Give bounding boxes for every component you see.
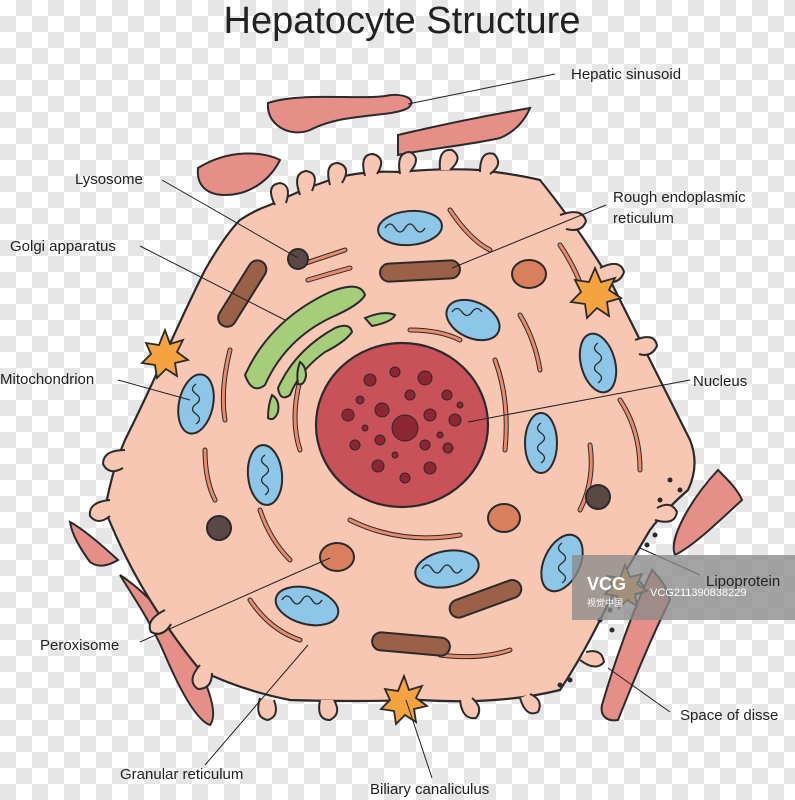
mitochondria-cristae [191, 223, 603, 605]
label-lysosome: Lysosome [75, 171, 143, 188]
peroxisomes [319, 259, 547, 572]
label-nucleus: Nucleus [693, 373, 747, 390]
watermark-sub: 视觉中国 [587, 597, 623, 608]
label-rough-er: Rough endoplasmic [613, 189, 746, 206]
watermark-brand: VCG [587, 574, 626, 594]
nucleus-chromatin [341, 366, 464, 484]
label-golgi: Golgi apparatus [10, 238, 116, 255]
golgi-apparatus [243, 285, 397, 421]
label-mitochondrion: Mitochondrion [0, 371, 94, 388]
label-space-of-disse: Space of disse [680, 707, 778, 724]
rough-er-rods [217, 259, 523, 657]
label-peroxisome: Peroxisome [40, 637, 119, 654]
label-rough-er-line2: reticulum [613, 210, 674, 227]
endoplasmic-tubes-fill [203, 208, 642, 659]
leader-lines [117, 73, 701, 779]
watermark: VCG 视觉中国 VCG211390838229 [572, 555, 795, 620]
label-biliary-canaliculus: Biliary canaliculus [370, 781, 489, 798]
label-lipoprotein: Lipoprotein [706, 573, 780, 590]
lysosomes [206, 248, 611, 541]
label-granular-reticulum: Granular reticulum [120, 766, 243, 783]
label-hepatic-sinusoid: Hepatic sinusoid [571, 66, 681, 83]
diagram-title: Hepatocyte Structure [224, 0, 581, 42]
nucleus [314, 341, 490, 509]
watermark-id: VCG211390838229 [650, 587, 746, 599]
microvilli [88, 148, 679, 722]
